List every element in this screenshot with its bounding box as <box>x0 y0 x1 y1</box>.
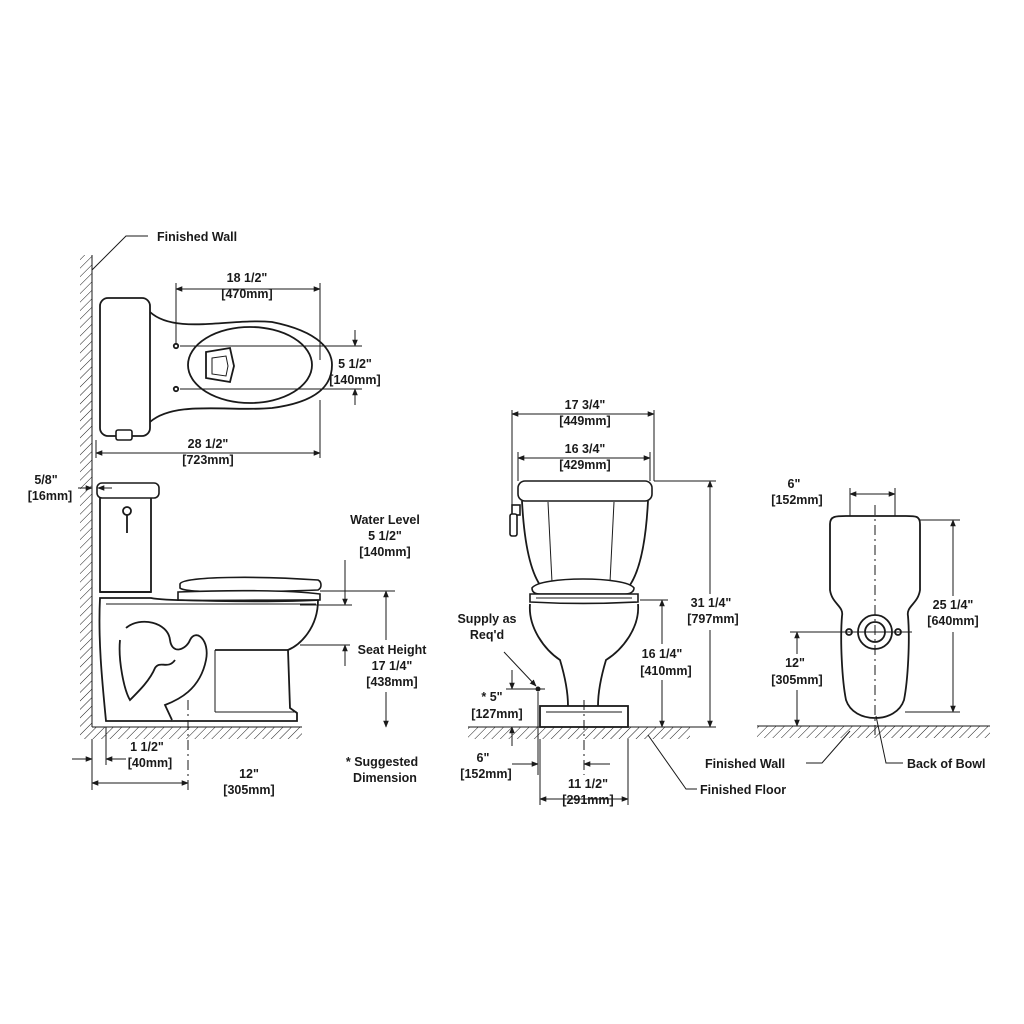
seat-height-mm-label: [438mm] <box>366 675 417 689</box>
finished-floor-leader <box>647 734 697 790</box>
top-width-dimension <box>175 283 321 360</box>
supply-offset-label: 6" <box>477 751 490 765</box>
supply-height-label: * 5" <box>481 690 502 704</box>
seat-height-title: Seat Height <box>358 643 428 657</box>
top-width-mm-label: [470mm] <box>221 287 272 301</box>
finished-wall-leader-top <box>91 235 148 271</box>
seat-height-label: 17 1/4" <box>372 659 413 673</box>
tank-width-dimension <box>511 410 655 505</box>
supply-leader <box>503 651 537 687</box>
base-width-mm-label: [291mm] <box>562 793 613 807</box>
top-view-toilet <box>99 297 333 441</box>
overall-height-label: 31 1/4" <box>691 596 732 610</box>
lid-width-label: 16 3/4" <box>565 442 606 456</box>
bolt-spacing-dimension <box>180 330 362 405</box>
rough-in-back-label-bg <box>768 654 826 690</box>
lid-width-dimension <box>517 452 651 481</box>
tank-width-label: 17 3/4" <box>565 398 606 412</box>
suggested-note-line-2: Dimension <box>353 771 417 785</box>
back-height-label: 25 1/4" <box>933 598 974 612</box>
finished-wall-label-bottom: Finished Wall <box>705 757 785 771</box>
lid-width-mm-label: [429mm] <box>559 458 610 472</box>
top-width-label: 18 1/2" <box>227 271 268 285</box>
water-level-mm-label: [140mm] <box>359 545 410 559</box>
tank-width-mm-label: [449mm] <box>559 414 610 428</box>
rim-height-mm-label: [410mm] <box>640 664 691 678</box>
base-width-label: 11 1/2" <box>568 777 608 791</box>
rough-in-side-dimension <box>91 700 189 792</box>
overall-depth-mm-label: [723mm] <box>182 453 233 467</box>
supply-label-line-2: Req'd <box>470 628 504 642</box>
supply-offset-dimension <box>512 692 610 775</box>
finished-wall-side <box>80 255 93 727</box>
finished-floor-side <box>80 726 302 739</box>
rough-in-back-mm-label: [305mm] <box>771 673 822 687</box>
overall-depth-dimension <box>95 400 321 458</box>
finished-floor-label: Finished Floor <box>700 783 786 797</box>
overall-height-label-bg <box>684 594 746 630</box>
rough-in-side-label: 12" <box>239 767 259 781</box>
back-width-mm-label: [152mm] <box>771 493 822 507</box>
bolt-spacing-mm-label: [140mm] <box>329 373 380 387</box>
base-offset-mm-label: [40mm] <box>128 756 172 770</box>
back-height-label-bg <box>926 596 982 632</box>
suggested-note-line-1: * Suggested <box>346 755 418 769</box>
finished-floor-back <box>757 725 990 738</box>
bolt-spacing-label: 5 1/2" <box>338 357 372 371</box>
finished-floor-front <box>468 726 690 739</box>
base-offset-label: 1 1/2" <box>130 740 164 754</box>
water-level-label: 5 1/2" <box>368 529 402 543</box>
supply-height-mm-label: [127mm] <box>471 707 522 721</box>
front-view-toilet <box>509 480 653 728</box>
back-width-dimension <box>849 488 896 516</box>
back-of-bowl-leader <box>875 715 903 764</box>
base-width-dimension <box>539 739 629 805</box>
supply-offset-mm-label: [152mm] <box>460 767 511 781</box>
back-of-bowl-label: Back of Bowl <box>907 757 986 771</box>
wall-gap-mm-label: [16mm] <box>28 489 72 503</box>
back-height-mm-label: [640mm] <box>927 614 978 628</box>
water-level-dimension <box>300 560 352 666</box>
water-level-title: Water Level <box>350 513 420 527</box>
rough-in-back-label: 12" <box>785 656 805 670</box>
side-view-toilet <box>96 482 322 722</box>
finished-wall-leader-bottom <box>806 730 851 764</box>
wall-gap-label: 5/8" <box>34 473 57 487</box>
finished-wall-label-top: Finished Wall <box>157 230 237 244</box>
rough-in-side-mm-label: [305mm] <box>223 783 274 797</box>
seat-height-label-bg <box>350 640 432 692</box>
rim-height-label: 16 1/4" <box>642 647 683 661</box>
back-width-label: 6" <box>788 477 801 491</box>
overall-height-mm-label: [797mm] <box>687 612 738 626</box>
rim-height-label-bg <box>632 644 694 680</box>
supply-height-dimension <box>506 670 545 746</box>
back-view-toilet <box>829 505 921 735</box>
supply-label-line-1: Supply as <box>457 612 516 626</box>
overall-depth-label: 28 1/2" <box>188 437 229 451</box>
